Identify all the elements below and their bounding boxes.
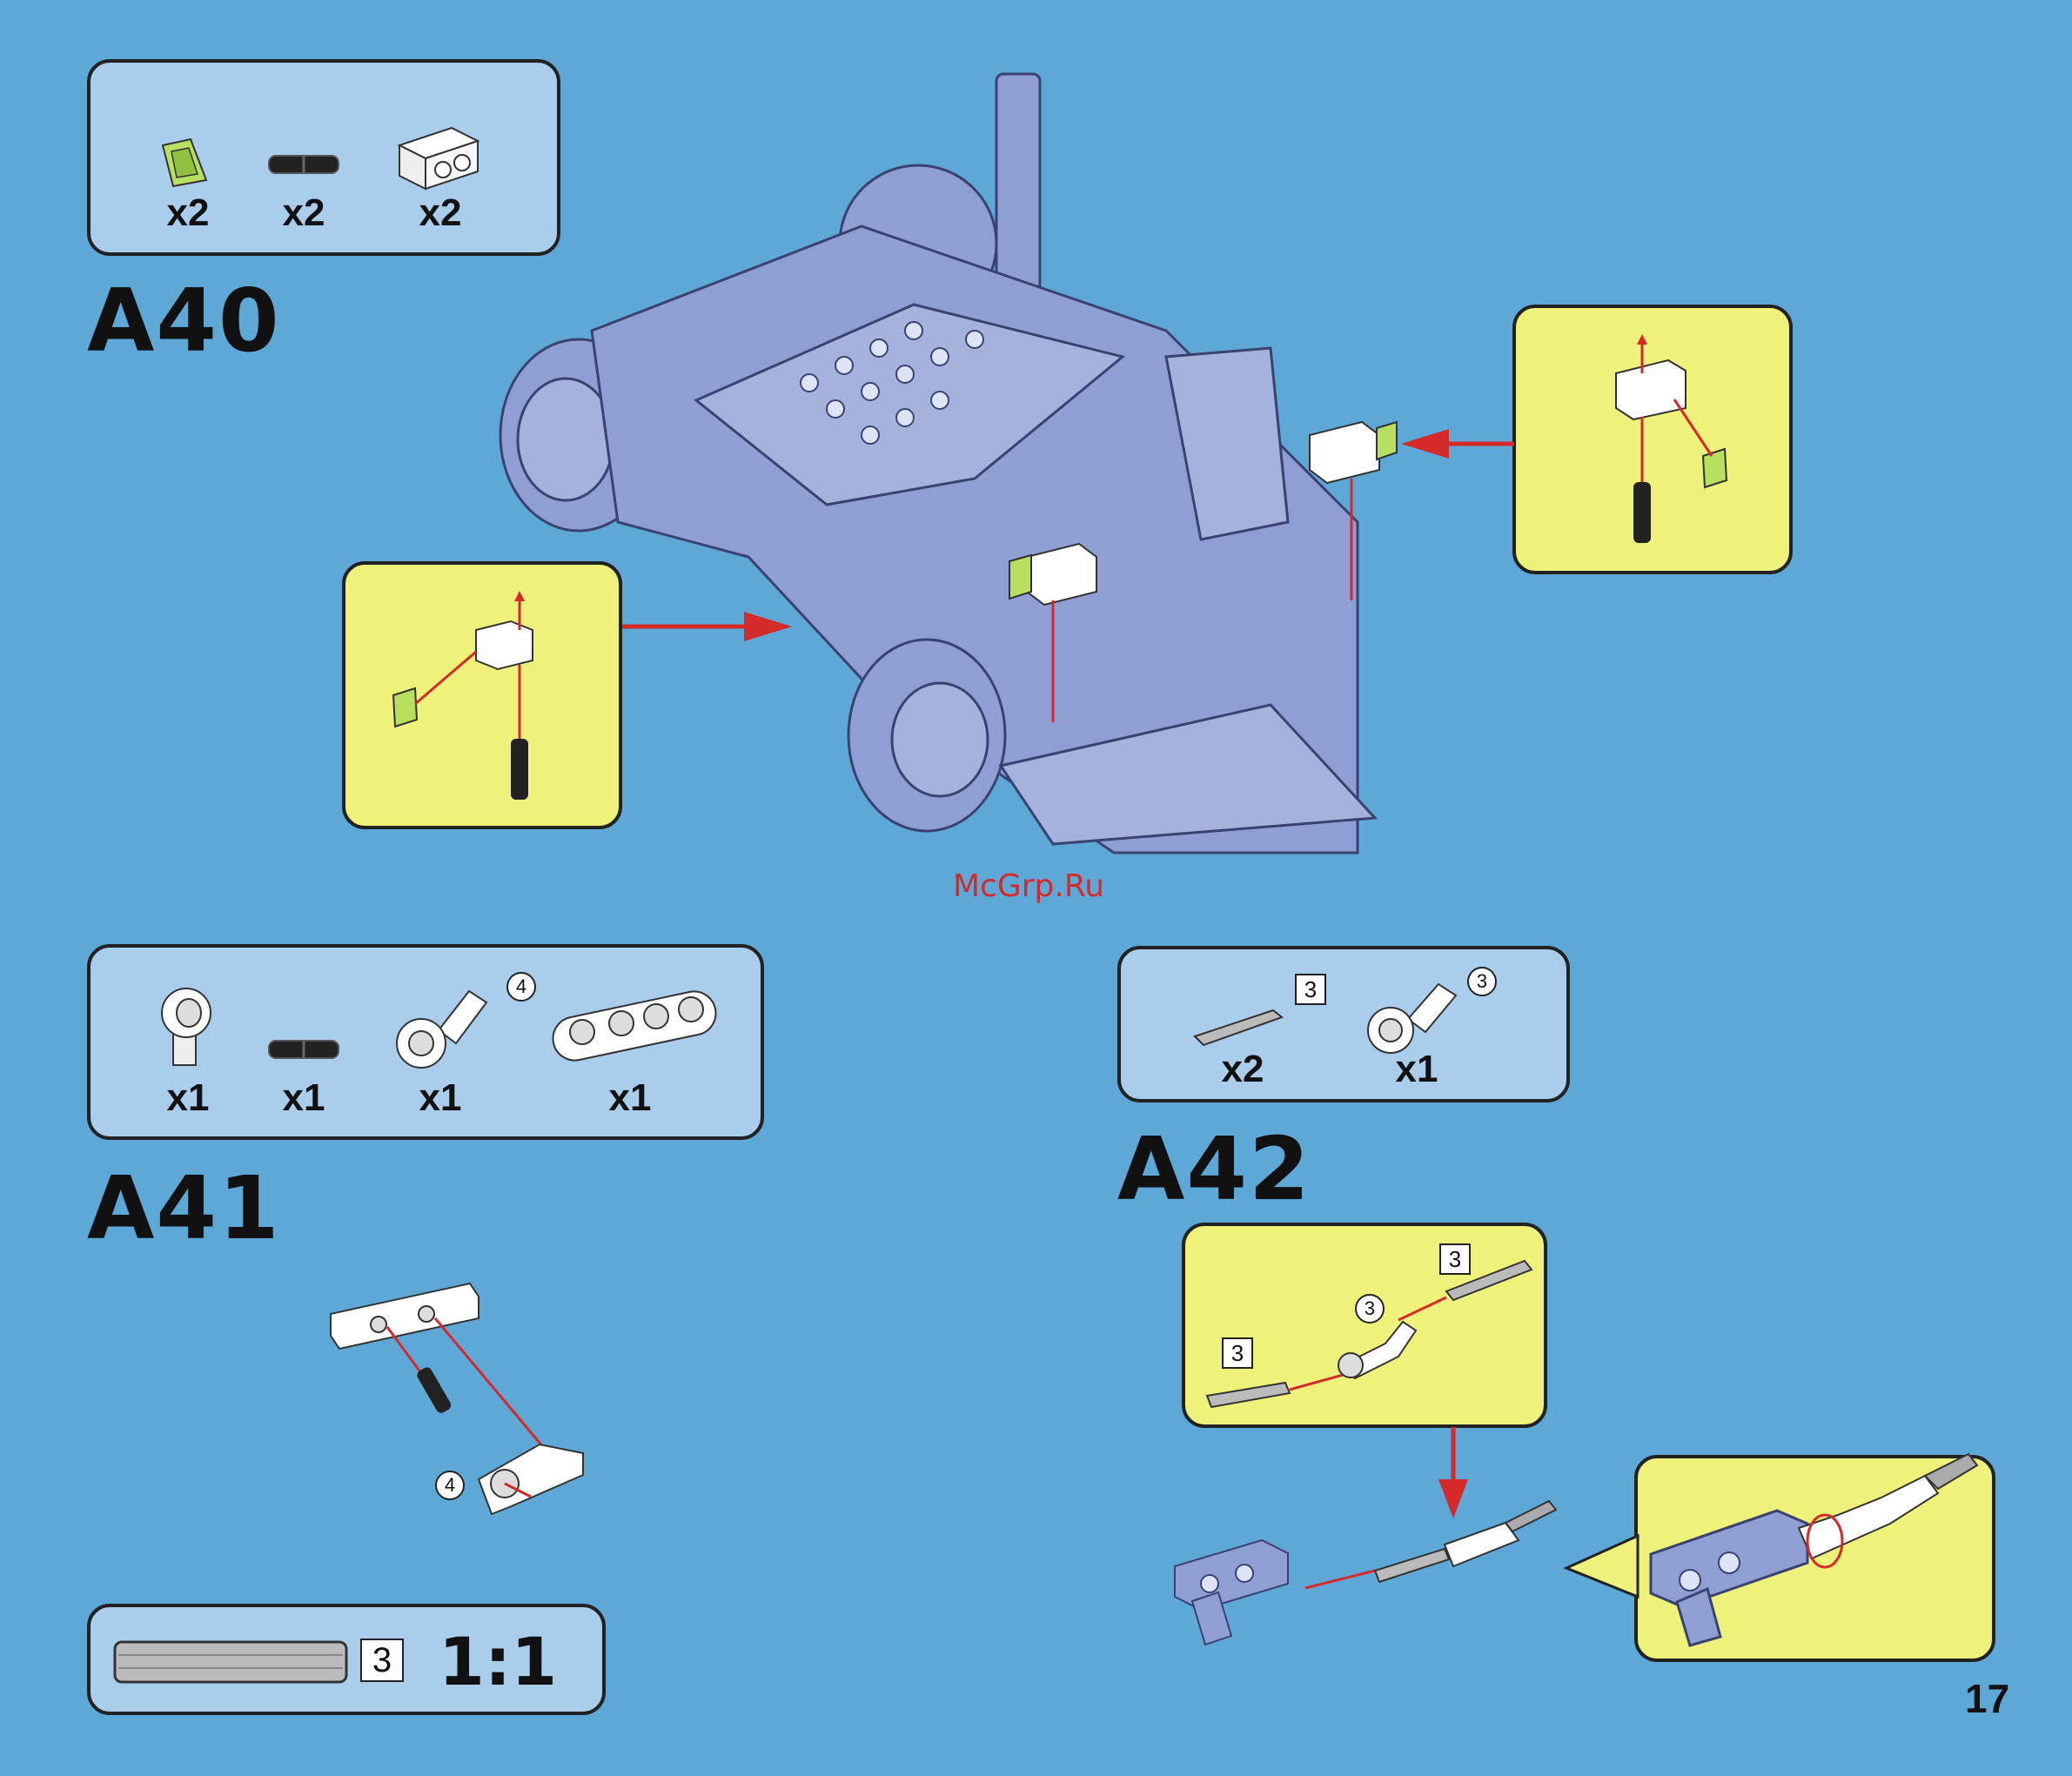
step-a42-label: A42 — [1117, 1118, 1311, 1220]
a42-qty-2: x1 — [1365, 1048, 1469, 1091]
scale-ratio: 1:1 — [439, 1623, 557, 1700]
a41-part-badge: 4 — [506, 972, 536, 1002]
angled-connector-icon — [395, 978, 491, 1074]
a40-qty-3: x2 — [388, 191, 493, 235]
a41-parts-box: 4 x1 x1 x1 x1 — [87, 944, 764, 1140]
step-a41-label: A41 — [87, 1157, 281, 1259]
a42-zoom-drawing — [1638, 1458, 1999, 1665]
a42-callout-drawing — [1185, 1226, 1551, 1431]
a41-assembly-drawing — [322, 1279, 609, 1523]
page-number: 17 — [1965, 1675, 2009, 1722]
axle-connector-icon — [156, 982, 217, 1069]
angled-connector-icon — [1365, 971, 1460, 1058]
a42-callout-badge-left: 3 — [1222, 1337, 1253, 1369]
a41-qty-2: x1 — [251, 1076, 356, 1120]
a42-callout-badge-right: 3 — [1439, 1243, 1471, 1275]
black-pin-icon — [265, 1030, 343, 1069]
a41-qty-4: x1 — [578, 1076, 682, 1120]
white-brick-icon — [391, 119, 486, 198]
beam-icon — [547, 978, 721, 1056]
zoom-callout-pointer — [1566, 1531, 1638, 1601]
scale-box: 3 1:1 — [87, 1604, 606, 1715]
arrow-right-callout — [1397, 426, 1514, 461]
a42-zoom-callout — [1634, 1455, 1995, 1662]
a42-callout: 3 3 3 — [1182, 1223, 1547, 1428]
a41-callout-badge: 4 — [435, 1471, 465, 1500]
callout-right-drawing — [1516, 308, 1796, 578]
a42-axle-badge: 3 — [1295, 974, 1326, 1005]
a40-callout-right — [1512, 305, 1793, 574]
green-wedge-icon — [156, 132, 217, 193]
a42-callout-badge-center: 3 — [1355, 1294, 1385, 1324]
a42-qty-1: x2 — [1190, 1048, 1295, 1091]
callout-left-drawing — [345, 565, 626, 833]
watermark: McGrp.Ru — [953, 868, 1104, 904]
arrow-left-callout — [622, 609, 796, 644]
scale-length-badge: 3 — [360, 1639, 404, 1682]
a42-assembly-drawing — [1166, 1505, 1566, 1679]
a41-qty-1: x1 — [136, 1076, 240, 1120]
black-pin-icon — [265, 145, 343, 184]
a41-qty-3: x1 — [388, 1076, 493, 1120]
axle-scale-icon — [113, 1640, 348, 1684]
step-a40-label: A40 — [87, 270, 281, 372]
a42-connector-badge: 3 — [1467, 967, 1497, 996]
a40-callout-left — [342, 561, 622, 829]
axle-icon — [1190, 1002, 1286, 1054]
a42-parts-box: 3 3 x2 x1 — [1117, 946, 1570, 1102]
a40-qty-2: x2 — [251, 191, 356, 235]
a40-qty-1: x2 — [136, 191, 240, 235]
car-chassis-model — [487, 70, 1462, 853]
